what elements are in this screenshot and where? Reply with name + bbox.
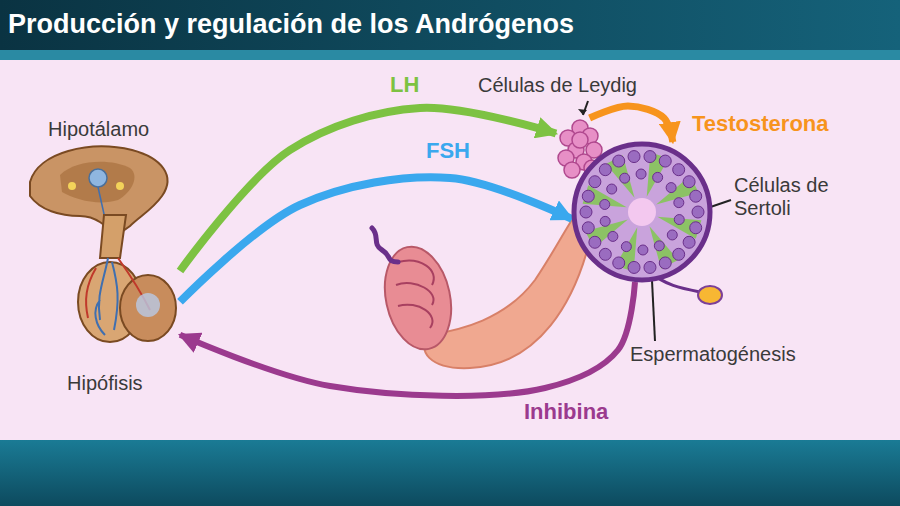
germ-cell: [613, 257, 625, 269]
germ-cell: [653, 172, 663, 182]
germ-cell: [607, 184, 617, 194]
germ-cell: [600, 216, 610, 226]
node-box: Hipotálamo: [30, 150, 160, 236]
germ-cell: [644, 261, 656, 273]
title-bar: [0, 0, 900, 50]
germ-cell: [659, 155, 671, 167]
germ-cell: [599, 248, 611, 260]
germ-cell: [674, 215, 684, 225]
bottom-band: [0, 440, 900, 506]
leader-head: [578, 109, 587, 115]
germ-cell: [644, 151, 656, 163]
node-box: Hipófisis: [75, 238, 180, 348]
duct-drawing: [372, 215, 590, 368]
lumen: [628, 198, 656, 226]
hormone-label: Inhibina: [522, 399, 610, 425]
pituitary-drawing: [78, 258, 176, 342]
germ-cell: [600, 199, 610, 209]
ground: [0, 60, 900, 440]
germ-cell: [673, 164, 685, 176]
node-shape: [30, 150, 160, 236]
germ-cell: [599, 164, 611, 176]
germ-cell: [582, 222, 594, 234]
hormone-label: FSH: [424, 138, 472, 164]
hormone-label: LH: [388, 72, 421, 98]
hormone-arrow: [180, 177, 572, 301]
germ-cell: [683, 236, 695, 248]
title-strip: [0, 50, 900, 60]
germ-cell: [674, 198, 684, 208]
hormone-arrow: [180, 282, 635, 396]
node-label: Células de Leydig: [478, 74, 637, 97]
germ-cell: [666, 183, 676, 193]
hormone-arrow: [180, 108, 556, 271]
germ-cell: [628, 151, 640, 163]
germ-cell: [690, 222, 702, 234]
germ-cell: [659, 257, 671, 269]
germ-cell: [654, 241, 664, 251]
germ-cell: [638, 245, 648, 255]
germ-cell: [580, 206, 592, 218]
part-label: Espermatogénesis: [630, 343, 796, 366]
germ-cell: [636, 169, 646, 179]
germ-cell: [628, 261, 640, 273]
hypothalamus-drawing: [30, 147, 167, 258]
hormone-arrow: [590, 106, 673, 142]
node-label: Hipotálamo: [48, 118, 149, 141]
germ-cell: [608, 231, 618, 241]
title-text: Producción y regulación de los Andrógeno…: [8, 9, 574, 40]
germ-cell: [613, 155, 625, 167]
germ-cell: [683, 176, 695, 188]
hormone-label: Testosterona: [690, 111, 831, 137]
germ-cell: [589, 236, 601, 248]
node-box: Células de Sertoli: [572, 142, 712, 282]
node-label: Hipófisis: [67, 372, 143, 395]
germ-cell: [620, 173, 630, 183]
node-shape: [572, 142, 712, 282]
germ-cell: [692, 206, 704, 218]
germ-cell: [582, 190, 594, 202]
node-label: Células de Sertoli: [734, 174, 869, 220]
leydig-cell: [564, 162, 580, 178]
germ-cell: [673, 248, 685, 260]
leydig-cell: [572, 132, 588, 148]
germ-cell: [589, 176, 601, 188]
germ-cell: [621, 242, 631, 252]
tubule-outline: [574, 144, 710, 280]
germ-cell: [667, 230, 677, 240]
germ-cell: [690, 190, 702, 202]
node-shape: [75, 238, 180, 348]
